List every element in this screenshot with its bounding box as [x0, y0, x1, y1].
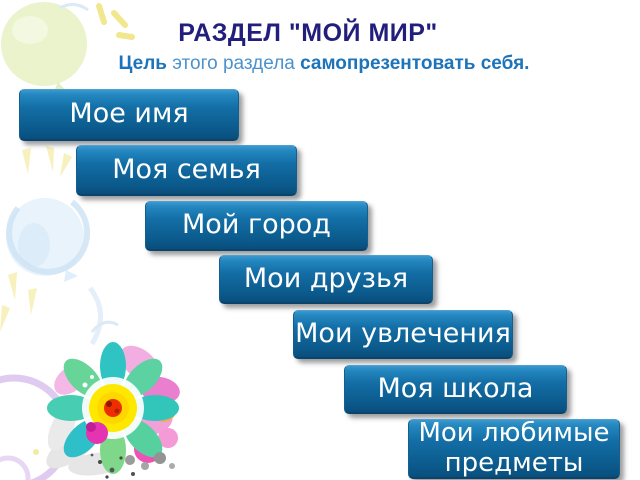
- subtitle-middle: этого раздела: [166, 53, 301, 74]
- step-button-my-favorite-subjects[interactable]: Мои любимые предметы: [408, 419, 620, 479]
- step-button-my-family[interactable]: Моя семья: [76, 145, 297, 196]
- flower-burst-icon: [33, 342, 180, 479]
- step-button-my-name[interactable]: Мое имя: [19, 89, 239, 141]
- step-button-my-friends[interactable]: Мои друзья: [219, 255, 433, 304]
- yellow-rays-low-icon: [0, 272, 37, 332]
- blue-curve2-icon: [90, 320, 119, 333]
- blue-balloon-icon: [6, 198, 91, 282]
- step-button-my-hobbies[interactable]: Мои увлечения: [293, 310, 513, 359]
- purple-balloon-icon: [0, 374, 72, 480]
- blue-curve-icon: [59, 3, 89, 12]
- slide-subtitle: Цель этого раздела самопрезентовать себя…: [0, 53, 640, 75]
- slide-title: РАЗДЕЛ "МОЙ МИР": [178, 19, 438, 47]
- subtitle-tail: самопрезентовать себя.: [300, 53, 530, 74]
- step-button-my-school[interactable]: Моя школа: [344, 365, 567, 414]
- faint-arc-icon: [87, 286, 103, 346]
- yellow-rays-mid-icon: [22, 146, 72, 177]
- step-button-my-city[interactable]: Мой город: [145, 201, 368, 251]
- subtitle-lead: Цель: [118, 53, 167, 74]
